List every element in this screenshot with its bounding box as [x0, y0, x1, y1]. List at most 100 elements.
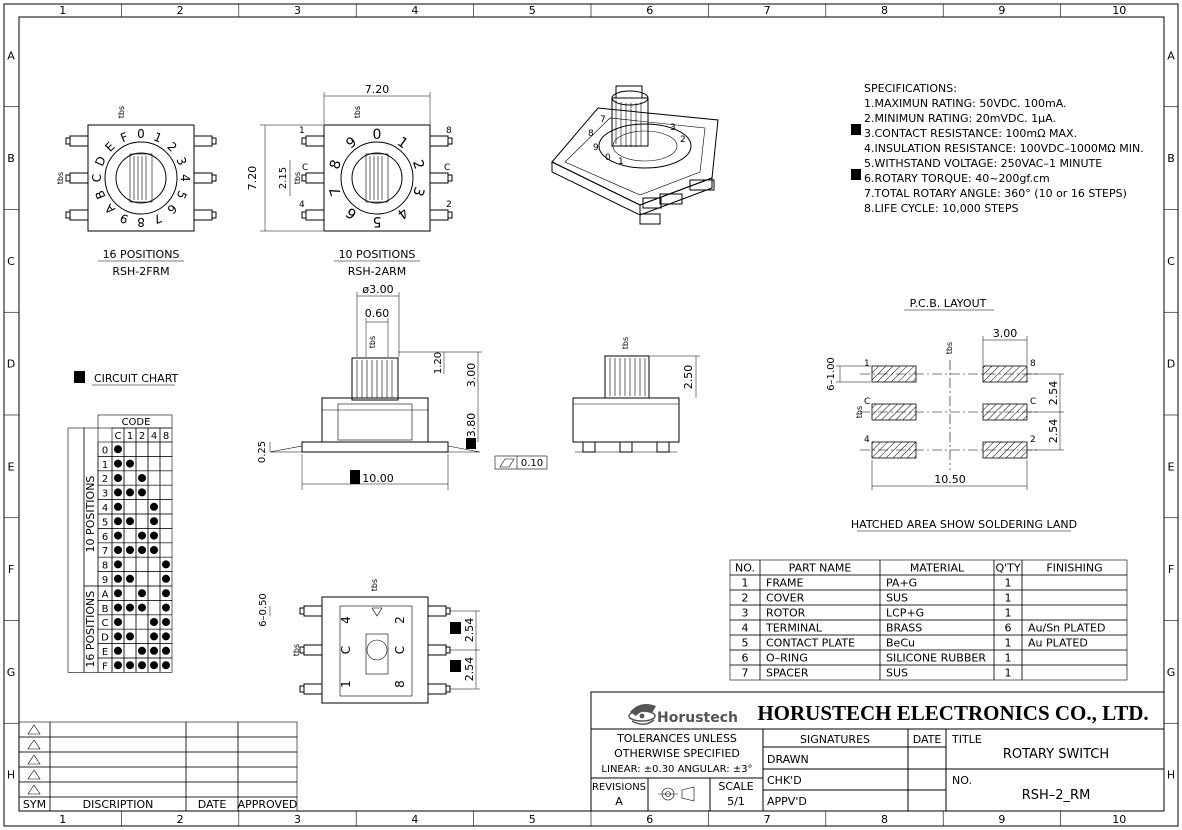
pin-2: 2: [1030, 435, 1036, 445]
ref-tbs: tbs: [855, 406, 864, 418]
dim-shaft-h: 3.00: [465, 363, 478, 388]
pin-4: 4: [864, 435, 870, 445]
dim-width: 10.50: [934, 473, 966, 486]
grid-col-label: 8: [881, 4, 888, 17]
code-col-label: 2: [139, 431, 145, 442]
grid-col-label: 4: [411, 4, 418, 17]
dim-pitch: 2.54: [463, 618, 476, 643]
revision-header: SYM: [23, 798, 46, 811]
spec-line: 4.INSULATION RESISTANCE: 100VDC–1000MΩ M…: [864, 142, 1144, 155]
dim-flat: 0.60: [365, 307, 390, 320]
position-label: E: [102, 647, 108, 658]
position-label: 8: [102, 561, 108, 572]
group-10-label: 10 POSITIONS: [84, 476, 97, 553]
positions-label: 16 POSITIONS: [103, 248, 180, 261]
contact-dot: [138, 603, 146, 612]
grid-col-label: 10: [1112, 4, 1126, 17]
ref-tbs: tbs: [293, 172, 302, 184]
contact-dot: [162, 560, 170, 569]
dial-digit: 4: [394, 204, 411, 222]
contact-dot: [138, 646, 146, 655]
ref-tbs: tbs: [368, 336, 377, 348]
contact-dot: [150, 632, 158, 641]
parts-header: FINISHING: [1046, 562, 1102, 575]
dim-pitch: 2.54: [463, 657, 476, 682]
pin-8: 8: [446, 126, 452, 136]
title-label: TITLE: [951, 733, 982, 746]
contact-dot: [114, 661, 122, 670]
spec-heading: SPECIFICATIONS:: [864, 82, 957, 95]
svg-text:0: 0: [605, 153, 611, 163]
contact-dot: [126, 546, 134, 554]
parts-cell: 1: [1005, 577, 1012, 590]
contact-dot: [162, 661, 170, 670]
ref-tbs: tbs: [353, 106, 362, 118]
side-view-2: 2.50 tbs: [572, 337, 700, 453]
date-label: DATE: [913, 733, 942, 746]
parts-cell: 6: [742, 652, 749, 665]
dim-shaft-dia: ø3.00: [362, 283, 393, 296]
contact-dot: [150, 546, 158, 554]
drawing-number: RSH–2_RM: [1022, 788, 1091, 803]
grid-row-label: C: [7, 255, 15, 268]
circuit-chart-title: CIRCUIT CHART: [94, 372, 179, 385]
spec-line: 6.ROTARY TORQUE: 40~200gf.cm: [864, 172, 1050, 185]
dial-digit: 2: [409, 158, 427, 171]
contact-dot: [150, 531, 158, 540]
contact-dot: [114, 488, 122, 497]
parts-cell: 2: [742, 592, 749, 605]
drawn-label: DRAWN: [767, 753, 809, 766]
grid-row-label: F: [8, 563, 14, 576]
grid-row-label: C: [1167, 255, 1175, 268]
checked-label: CHK'D: [767, 774, 802, 787]
position-label: 0: [102, 445, 108, 456]
company-name: HORUSTECH ELECTRONICS CO., LTD.: [757, 701, 1148, 725]
spec-line: 8.LIFE CYCLE: 10,000 STEPS: [864, 202, 1018, 215]
position-label: 3: [102, 489, 108, 500]
ref-tbs: tbs: [621, 337, 630, 349]
pin-c-left: C: [302, 163, 308, 173]
contact-dot: [162, 574, 170, 583]
svg-text:2: 2: [680, 135, 686, 145]
revision-triangle-icon: [27, 739, 41, 750]
parts-cell: SUS: [886, 667, 908, 680]
contact-dot: [162, 646, 170, 655]
bottom-view: 4 2 1 C C 8 6–0.50 tbs tbs 2.54 2.54: [258, 579, 480, 704]
dial-digit: B: [92, 188, 108, 201]
flatness-tol: 0.10: [521, 458, 543, 469]
dim-lead: 6–0.50: [258, 593, 269, 627]
pin-8: 8: [1030, 359, 1036, 369]
scale-label: SCALE: [718, 780, 753, 793]
dial-digit: 8: [137, 215, 145, 229]
spec-line: 1.MAXIMUN RATING: 50VDC. 100mA.: [864, 97, 1067, 110]
contact-dot: [114, 632, 122, 641]
contact-dot: [114, 531, 122, 540]
contact-dot: [126, 488, 134, 497]
revisions-label: REVISIONS: [592, 782, 646, 793]
contact-dot: [150, 618, 158, 626]
parts-cell: 1: [1005, 607, 1012, 620]
contact-dot: [150, 517, 158, 526]
pin-1: 1: [299, 126, 305, 136]
grid-col-label: 6: [646, 4, 653, 17]
position-label: 5: [102, 517, 108, 528]
model-label: RSH-2ARM: [348, 265, 407, 278]
grid-col-label: 8: [881, 813, 888, 826]
position-label: 2: [102, 474, 108, 485]
parts-cell: 3: [742, 607, 749, 620]
dial-digit: 6: [343, 204, 360, 222]
grid-row-label: E: [8, 460, 15, 473]
grid-row-label: H: [7, 769, 15, 782]
position-label: 6: [102, 532, 108, 543]
contact-dot: [126, 661, 134, 670]
spec-line: 3.CONTACT RESISTANCE: 100mΩ MAX.: [864, 127, 1077, 140]
revision-triangle-icon: [27, 769, 41, 780]
parts-header: MATERIAL: [910, 562, 965, 575]
grid-row-label: B: [1167, 152, 1175, 165]
projection-symbol-icon: [658, 786, 695, 802]
revision-triangle-icon: [27, 784, 41, 795]
dial-digit: F: [118, 130, 130, 146]
